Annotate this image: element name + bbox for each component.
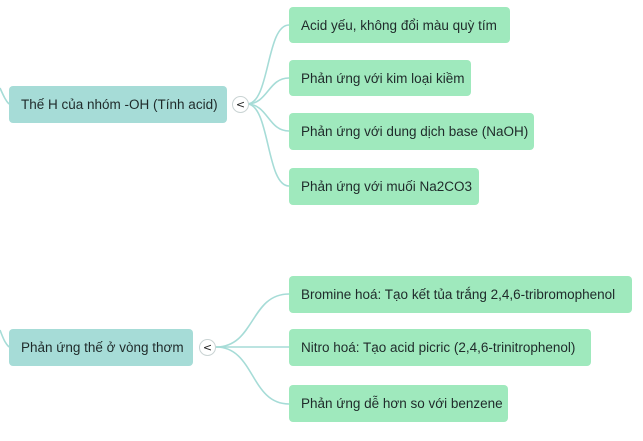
branch-link-2-3 [215, 346, 290, 405]
subtopic-node-1-1[interactable]: Acid yếu, không đổi màu quỳ tím [289, 7, 510, 43]
subtopic-label: Phản ứng với dung dịch base (NaOH) [301, 124, 529, 139]
subtopic-label: Phản ứng với muối Na2CO3 [301, 179, 472, 194]
subtopic-node-2-1[interactable]: Bromine hoá: Tạo kết tủa trắng 2,4,6-tri… [289, 276, 632, 313]
branch-link-1-1 [246, 24, 290, 105]
branch-link-1-3 [246, 103, 290, 132]
subtopic-node-1-3[interactable]: Phản ứng với dung dịch base (NaOH) [289, 113, 534, 150]
topic-node-aromatic[interactable]: Phản ứng thế ở vòng thơm [9, 329, 193, 366]
subtopic-node-1-4[interactable]: Phản ứng với muối Na2CO3 [289, 168, 479, 205]
subtopic-label: Phản ứng với kim loại kiềm [301, 70, 465, 86]
subtopic-label: Nitro hoá: Tạo acid picric (2,4,6-trinit… [301, 340, 576, 355]
subtopic-node-2-2[interactable]: Nitro hoá: Tạo acid picric (2,4,6-trinit… [289, 329, 591, 366]
subtopic-node-1-2[interactable]: Phản ứng với kim loại kiềm [289, 60, 471, 96]
subtopic-label: Acid yếu, không đổi màu quỳ tím [301, 17, 497, 33]
topic-label: Phản ứng thế ở vòng thơm [21, 340, 184, 355]
topic-node-acid[interactable]: Thế H của nhóm -OH (Tính acid) [9, 86, 227, 123]
root-link-1 [0, 87, 10, 105]
subtopic-node-2-3[interactable]: Phản ứng dễ hơn so với benzene [289, 385, 508, 422]
branch-link-1-2 [246, 77, 290, 105]
topic-label: Thế H của nhóm -OH (Tính acid) [21, 97, 218, 112]
root-link-2 [0, 329, 10, 348]
subtopic-label: Bromine hoá: Tạo kết tủa trắng 2,4,6-tri… [301, 287, 616, 302]
branch-link-2-1 [215, 293, 290, 348]
collapse-toggle-aromatic[interactable]: < [199, 339, 216, 356]
subtopic-label: Phản ứng dễ hơn so với benzene [301, 396, 503, 411]
collapse-toggle-acid[interactable]: < [232, 96, 249, 113]
branch-link-1-4 [246, 103, 290, 187]
